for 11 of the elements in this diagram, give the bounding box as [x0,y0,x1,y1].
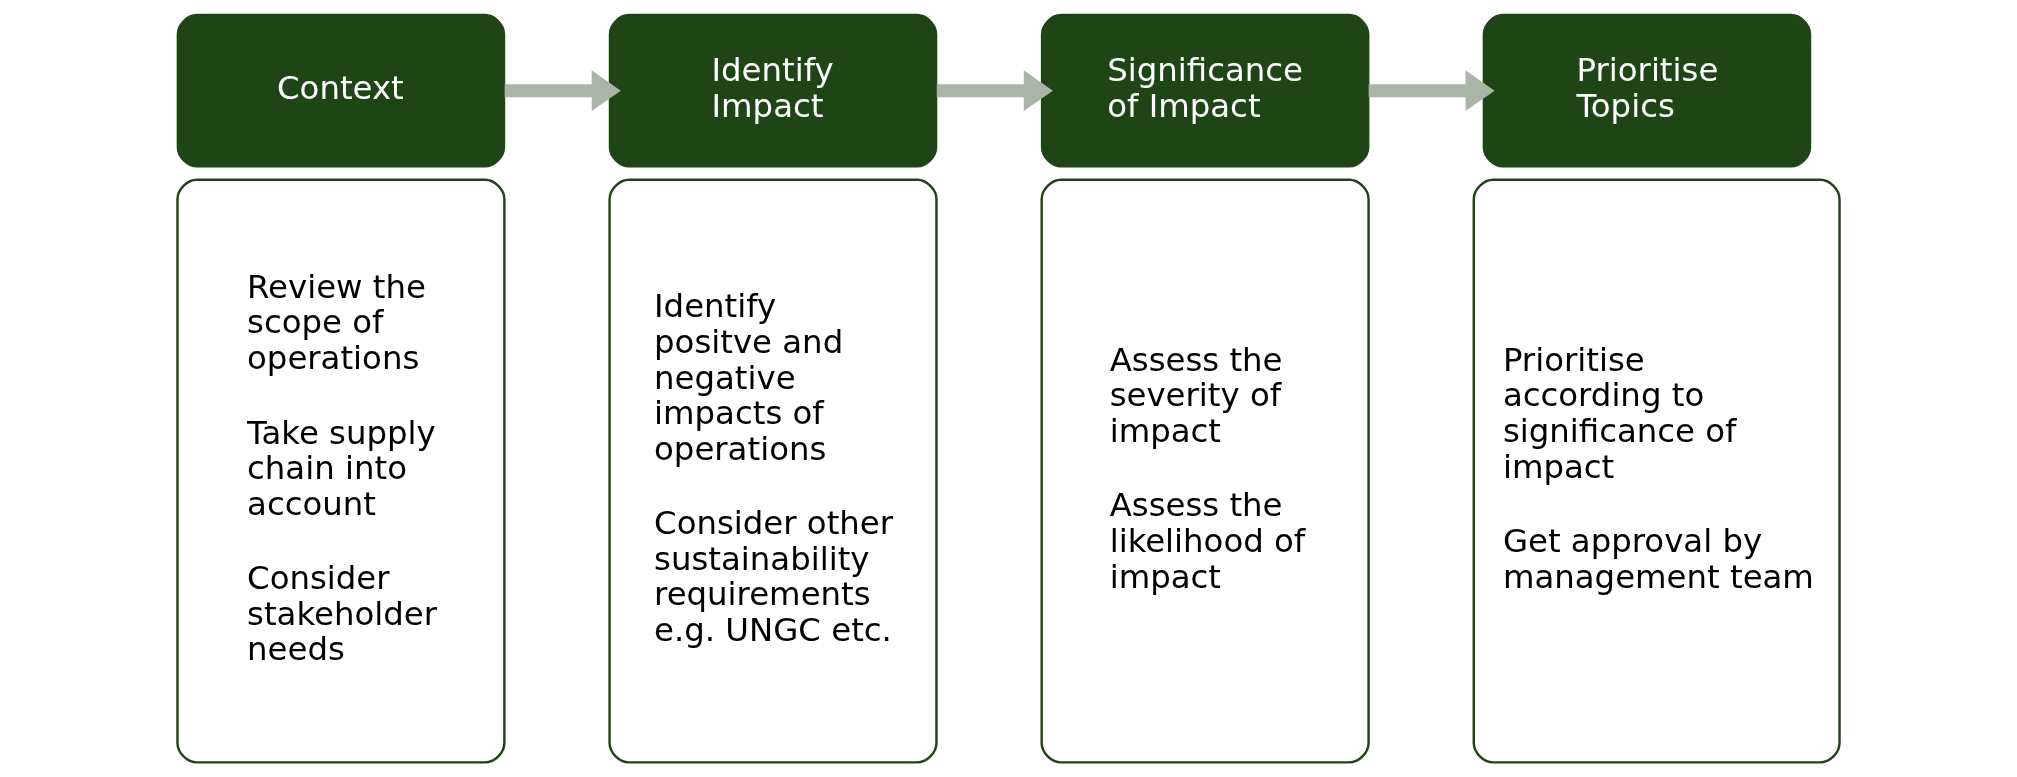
node-box: Identify Impact [608,13,938,168]
arrow [936,70,1053,112]
node-box: Significance of Impact [1040,13,1370,168]
node-box: Prioritise according to significance of impact Get approval by management team [1472,178,1841,764]
node-box: Review the scope of operations Take supply chain into account Consider stakeholder needs [176,178,506,764]
node-box: Context [176,13,506,168]
node-box: Prioritise Topics [1482,13,1812,168]
arrow [504,70,621,112]
arrow [1368,70,1495,112]
node-box: Assess the severity of impact Assess the likelihood of impact [1040,178,1370,764]
node-box: Identify positve and negative impacts of operations Consider other sustainability requirements e.g. UNGC etc. [608,178,938,764]
